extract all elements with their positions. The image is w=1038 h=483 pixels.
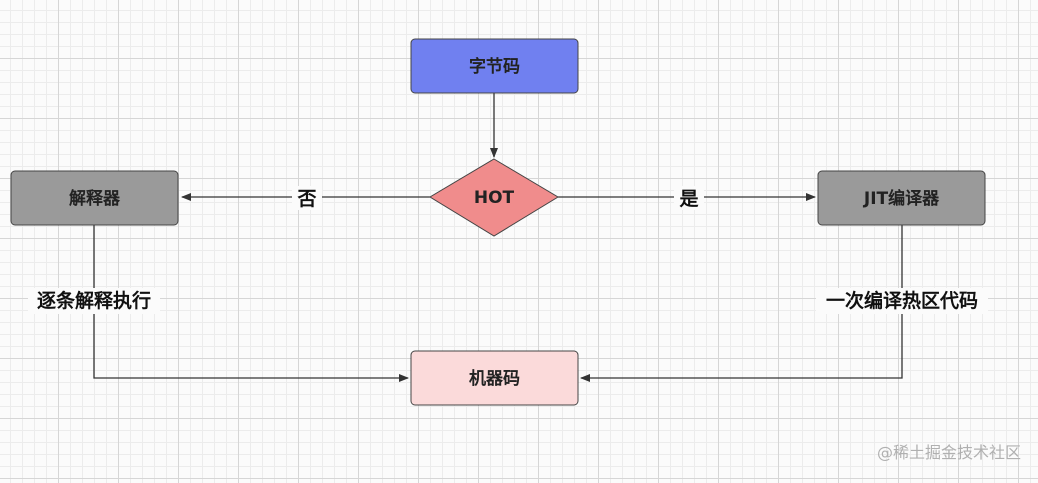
node-bytecode-label: 字节码 <box>469 56 520 77</box>
node-machine-code: 机器码 <box>410 350 579 406</box>
node-machine-code-label: 机器码 <box>469 368 520 389</box>
watermark-text: @稀土掘金技术社区 <box>877 443 1021 462</box>
edge-interpreter-to-machine-code <box>93 225 409 382</box>
edge-label-no: 否 <box>296 188 316 210</box>
node-interpreter-label: 解释器 <box>69 188 121 209</box>
edge-label-interpret: 逐条解释执行 <box>37 289 151 312</box>
node-hot-label: HOT <box>474 188 515 208</box>
node-jit-label: JIT编译器 <box>863 188 940 209</box>
node-bytecode: 字节码 <box>410 38 579 94</box>
node-interpreter: 解释器 <box>10 170 179 226</box>
node-jit-compiler: JIT编译器 <box>817 170 986 226</box>
edge-label-yes: 是 <box>679 188 698 210</box>
edge-jit-to-machine-code <box>580 225 903 382</box>
node-hot-decision: HOT <box>429 158 559 237</box>
edge-label-compile: 一次编译热区代码 <box>826 289 978 312</box>
